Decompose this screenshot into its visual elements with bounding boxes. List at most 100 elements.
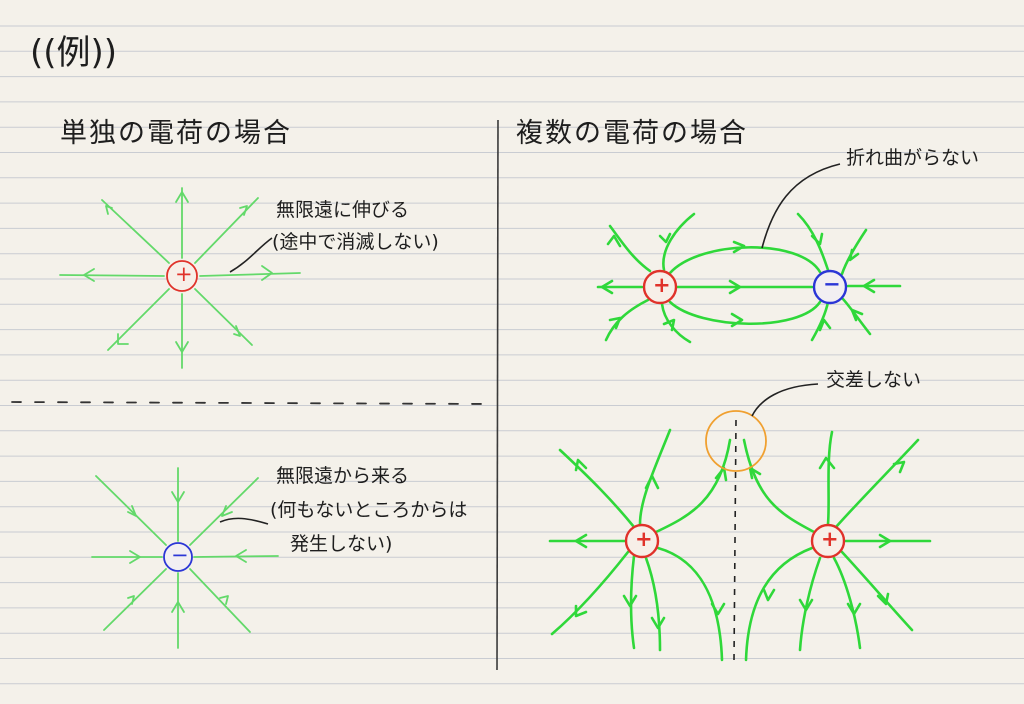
note-comes-from-infinity: 無限遠から来る [276,465,410,487]
charge-sign: + [653,273,671,297]
field-line [608,224,652,273]
field-line [662,212,696,272]
arrow-head [600,279,614,295]
note-not-generated: 発生しない) [290,533,393,555]
charge-sign: − [823,272,841,296]
negative-charge [812,269,848,305]
arrow-head [261,265,273,281]
arrow-head [127,505,137,517]
arrow-head [117,333,129,345]
field-line [668,300,822,326]
field-line [194,197,259,264]
arrow-head [658,232,672,244]
horizontal-dashed-divider [11,401,491,405]
field-line [194,288,253,346]
note-extends-to-infinity: 無限遠に伸びる [276,199,410,221]
positive-charge [810,523,846,559]
no-crossing-highlight [705,410,767,472]
arrow-head [608,316,622,330]
arrow-head [892,460,906,474]
leader-line [219,517,269,525]
arrow-head [710,602,726,616]
field-line [59,274,165,277]
field-line [840,550,914,632]
arrow-head [650,616,666,630]
arrow-head [662,318,676,332]
field-line [95,475,167,546]
positive-charge [166,260,198,292]
note-not-from-nothing: (何もないところからは [270,499,468,521]
arrow-head [574,604,588,618]
positive-charge [642,269,678,305]
arrow-head [239,205,248,216]
arrow-head [732,240,746,254]
arrow-head [606,234,622,248]
single-positive-field [59,187,301,369]
arrow-head [876,592,890,606]
arrow-head [171,491,185,503]
charge-sign: + [635,527,653,551]
arrow-head [175,341,189,353]
field-line [101,199,170,264]
symmetry-line [733,419,737,661]
field-line [840,296,872,336]
arrow-head [574,533,588,549]
field-line [826,430,834,526]
arrow-head [219,595,229,605]
field-line [832,556,862,650]
arrow-head [848,248,860,262]
single-negative-field [91,467,279,649]
arrow-head [83,268,95,282]
arrow-head [233,325,241,337]
negative-charge [163,542,193,572]
charge-sign: − [171,543,189,567]
vertical-divider [496,119,499,671]
right-heading: 複数の電荷の場合 [516,118,748,149]
field-line [638,428,672,526]
arrow-head [878,533,892,549]
arrow-head [574,458,588,472]
dipole-field [596,212,902,344]
field-line [798,556,822,652]
field-line [654,438,732,534]
field-line [189,568,251,633]
field-line [744,546,814,662]
arrow-head [810,232,824,246]
arrow-head [235,549,247,563]
left-heading: 単独の電荷の場合 [60,118,292,149]
leader-line [751,383,819,417]
field-line [103,568,167,631]
arrow-head [798,598,814,612]
field-line [796,212,830,272]
arrow-head [846,602,862,616]
field-line [742,438,816,534]
arrow-head [762,588,776,602]
ruled-lines [0,25,1024,685]
leader-line [761,163,841,249]
arrow-head [129,550,141,564]
arrow-head [622,594,638,608]
charge-sign: + [175,262,193,286]
arrow-head [818,456,836,470]
arrow-head [730,312,744,328]
field-line [550,550,630,636]
field-line [644,556,662,652]
arrow-head [862,278,876,294]
two-positive-field [548,428,932,662]
arrow-head [818,318,832,332]
arrow-head [644,474,660,490]
field-line [604,298,650,342]
arrow-head [221,505,233,517]
arrow-head [171,601,185,613]
field-line [840,228,868,276]
note-does-not-bend: 折れ曲がらない [846,147,980,169]
arrow-head [728,279,742,295]
arrow-head [175,191,189,203]
positive-charge [624,523,660,559]
arrow-head [105,205,113,215]
field-line [199,272,301,277]
example-label: ((例)) [30,33,118,73]
note-does-not-vanish: (途中で消滅しない) [272,231,439,253]
